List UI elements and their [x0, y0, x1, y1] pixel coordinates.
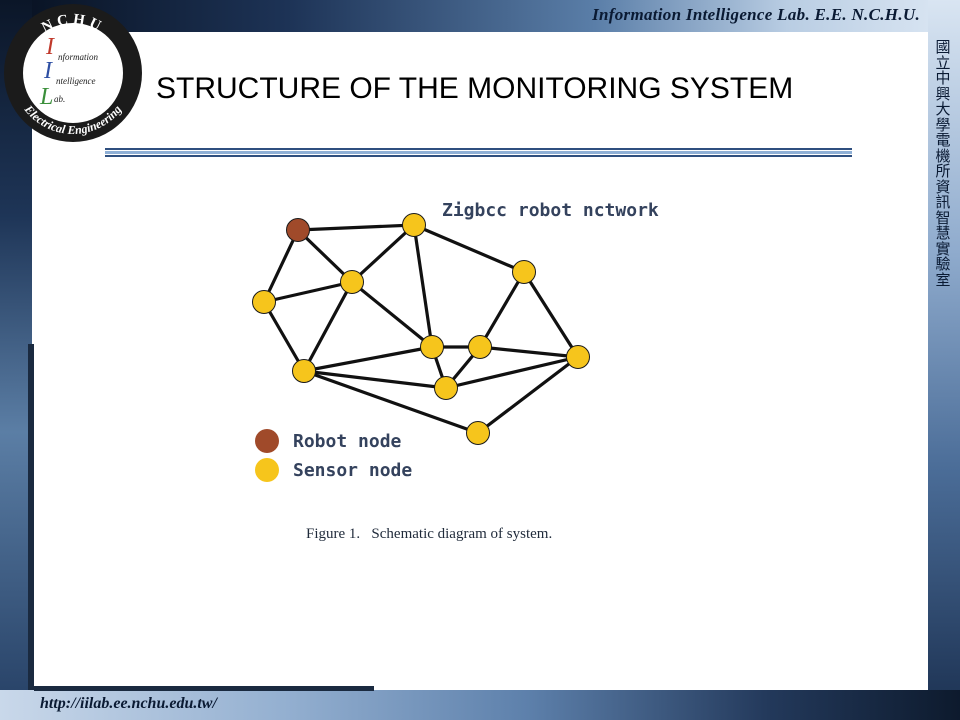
edge	[262, 300, 306, 373]
network-label: Zigbcc robot nctwork	[442, 200, 659, 221]
logo-word-lab: ab.	[54, 94, 65, 104]
edge	[262, 228, 300, 304]
bottom-frame-accent	[34, 686, 374, 691]
edge	[350, 280, 434, 349]
sensor-node	[466, 421, 490, 445]
edge	[302, 369, 480, 435]
edge	[296, 228, 354, 284]
sensor-node	[434, 376, 458, 400]
edge	[522, 270, 580, 359]
edge	[412, 223, 526, 274]
edge	[478, 345, 580, 359]
edge	[302, 369, 448, 390]
right-frame-bar	[928, 0, 960, 720]
sensor-node	[340, 270, 364, 294]
edge	[262, 280, 354, 304]
logo-letter-l: L	[39, 84, 53, 110]
logo-inner-disc	[23, 23, 123, 123]
edge	[296, 223, 416, 232]
legend-item-robot: Robot node	[255, 428, 401, 454]
robot-node-swatch	[255, 429, 279, 453]
sensor-node	[566, 345, 590, 369]
network-diagram	[252, 213, 590, 445]
footer-url[interactable]: http://iilab.ee.nchu.edu.tw/	[40, 695, 217, 712]
logo-letter-i-1: I	[45, 34, 55, 60]
content-area	[32, 32, 928, 690]
edge	[444, 355, 580, 390]
logo-word-information: nformation	[58, 52, 99, 62]
edge	[350, 223, 416, 284]
logo-letter-i-2: I	[43, 58, 53, 84]
edge	[302, 280, 354, 373]
edge	[478, 270, 526, 349]
slide-title: STRUCTURE OF THE MONITORING SYSTEM	[156, 72, 794, 105]
legend-label-robot: Robot node	[293, 430, 402, 452]
sensor-node	[512, 260, 536, 284]
edge	[302, 345, 434, 373]
sensor-node	[252, 290, 276, 314]
title-underline-rule	[105, 148, 852, 158]
sensor-node	[402, 213, 426, 237]
lab-name-header: Information Intelligence Lab. E.E. N.C.H…	[592, 5, 920, 24]
figure-caption: Figure 1. Schematic diagram of system.	[306, 526, 553, 542]
edge	[476, 355, 580, 435]
sensor-node-swatch	[255, 458, 279, 482]
robot-node	[286, 218, 310, 242]
legend-label-sensor: Sensor node	[293, 459, 413, 481]
edge	[412, 223, 434, 349]
top-frame-bar	[0, 0, 960, 32]
lab-logo: NCHU Electrical Engineering I nformation…	[4, 4, 142, 142]
left-frame-accent	[28, 344, 34, 690]
vertical-chinese-lab-name: 國立中興大學電機所資訊智慧實驗室	[935, 38, 951, 289]
network-edges	[262, 223, 580, 435]
sensor-node	[420, 335, 444, 359]
legend-item-sensor: Sensor node	[255, 457, 412, 483]
network-nodes	[252, 213, 590, 445]
logo-word-intelligence: ntelligence	[56, 76, 95, 86]
bottom-frame-bar	[0, 690, 960, 720]
sensor-node	[468, 335, 492, 359]
sensor-node	[292, 359, 316, 383]
